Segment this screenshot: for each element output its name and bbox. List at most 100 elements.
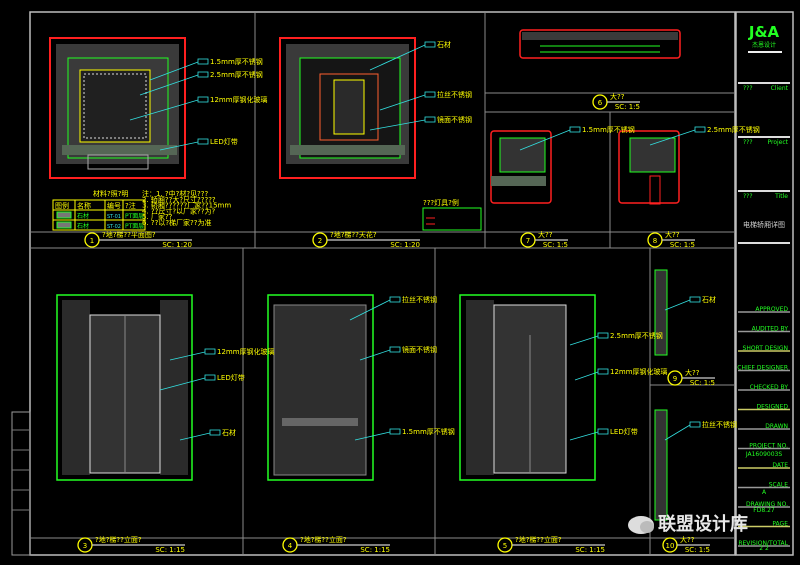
callout-label: 石材 (702, 295, 716, 304)
leader-line (569, 335, 599, 346)
view-scale: SC: 1:5 (543, 241, 568, 249)
row-value: Client (771, 85, 789, 92)
view-label-3: 3?地?梯??立面?SC: 1:15 (77, 535, 185, 554)
leader-line (569, 431, 599, 441)
callout-label: 石材 (437, 40, 451, 49)
note-line: 3. 轿厢??????厂家??15mm (142, 201, 231, 210)
view-label-10: 10大??SC: 1:5 (662, 535, 710, 554)
callout-label: 12mm厚钢化玻璃 (210, 95, 268, 104)
view-title: 大?? (538, 230, 553, 239)
callout-tag (389, 346, 401, 353)
leader-line (574, 371, 599, 381)
callout-label: LED灯带 (210, 137, 238, 146)
view-2-ceiling-plan (279, 37, 416, 179)
view-scale: SC: 1:15 (155, 546, 185, 554)
material-table-cell: PT面层 (125, 223, 144, 230)
callout-leader: 石材 (664, 295, 716, 311)
view-scale: SC: 1:5 (615, 103, 640, 111)
callout-label: 拉丝不锈钢 (402, 295, 437, 304)
callout-leader: 2.5mm厚不锈钢 (649, 125, 760, 146)
callout-label: 拉丝不锈钢 (702, 420, 737, 429)
callout-tag (694, 126, 706, 133)
row-label: ??? (743, 85, 753, 92)
callout-tag (389, 428, 401, 435)
callout-tag (689, 296, 701, 303)
drawing-border (29, 11, 736, 556)
view-number: 7 (526, 237, 530, 245)
view-number: 9 (673, 375, 677, 383)
callout-tag (424, 116, 436, 123)
title-field: CHECKED BY (750, 384, 789, 391)
view-4-elevation (267, 294, 374, 481)
view-title: ?地?梯??立面? (95, 535, 142, 544)
note-line: 注：1. ?中?材?见??? (142, 189, 208, 198)
callout-leader: 石材 (179, 428, 236, 441)
callout-label: 镜面不锈钢 (437, 115, 472, 124)
material-table-header: 图例 (55, 201, 69, 210)
callout-leader: 1.5mm厚不锈钢 (519, 125, 635, 151)
callout-tag (389, 296, 401, 303)
callout-leader: 12mm厚钢化玻璃 (574, 367, 668, 381)
view-label-2: 2?地?梯??天花?SC: 1:20 (312, 230, 420, 249)
binding-strip (11, 411, 31, 556)
callout-label: 石材 (222, 428, 236, 437)
view-label-6: 6大??SC: 1:5 (592, 92, 640, 111)
view-title: ?地?梯??立面? (300, 535, 347, 544)
callout-tag (689, 421, 701, 428)
leader-line (379, 94, 426, 111)
callout-tag (197, 58, 209, 65)
callout-tag (204, 374, 216, 381)
callout-label: 12mm厚钢化玻璃 (610, 367, 668, 376)
view-scale: SC: 1:15 (360, 546, 390, 554)
material-table-header: 编号 (107, 201, 121, 210)
title-field: PAGE (772, 521, 788, 528)
callout-leader: 镜面不锈钢 (369, 115, 472, 131)
sheet-number: 2 2 (759, 545, 769, 552)
callout-tag (204, 348, 216, 355)
callout-tag (209, 429, 221, 436)
view-title: 大?? (685, 368, 700, 377)
callout-label: 2.5mm厚不锈钢 (707, 125, 760, 134)
callout-label: 12mm厚钢化玻璃 (217, 347, 275, 356)
view-scale: SC: 1:5 (690, 379, 715, 387)
material-table-cell: 石材 (77, 212, 89, 220)
callout-tag (197, 96, 209, 103)
drawing-title: 电梯轿厢详图 (743, 220, 785, 229)
leader-line (159, 377, 206, 391)
callout-leader: 拉丝不锈钢 (379, 90, 472, 111)
leader-line (354, 431, 391, 441)
title-field: AUDITED BY (752, 326, 789, 333)
title-field: DATE (772, 462, 788, 469)
material-table-title: 材料?照?明 (93, 189, 128, 198)
title-field: SHORT DESIGN (743, 345, 788, 352)
project-number: JA1609003S (745, 451, 782, 458)
leader-line (369, 44, 426, 71)
leader-line (349, 299, 391, 321)
view-number: 2 (318, 237, 322, 245)
title-field: PROJECT NO. (749, 443, 788, 450)
callout-label: 1.5mm厚不锈钢 (402, 427, 455, 436)
material-swatch (56, 211, 72, 219)
leader-line (519, 129, 571, 151)
leader-line (369, 119, 426, 131)
leader-line (139, 74, 199, 96)
company-logo: J&A (748, 23, 780, 41)
title-field: REVISION/TOTAL (738, 540, 788, 547)
view-10-detail (654, 409, 668, 521)
note-line: 4. ??尺寸?以厂家??为? (142, 206, 215, 215)
callout-label: 2.5mm厚不锈钢 (210, 70, 263, 79)
title-block: J&A 杰恩设计 ???Client ???Project ???Title 电… (735, 11, 794, 556)
callout-leader: 2.5mm厚不锈钢 (569, 331, 663, 346)
callout-tag (197, 71, 209, 78)
callout-tag (597, 368, 609, 375)
callout-tag (569, 126, 581, 133)
company-logo-subtitle: 杰恩设计 (752, 41, 776, 49)
view-number: 5 (503, 542, 507, 550)
callout-tag (597, 332, 609, 339)
view-scale: SC: 1:20 (162, 241, 192, 249)
view-scale: SC: 1:15 (575, 546, 605, 554)
title-field: DRAWING NO. (746, 501, 788, 508)
callout-leader: 镜面不锈钢 (359, 345, 437, 361)
